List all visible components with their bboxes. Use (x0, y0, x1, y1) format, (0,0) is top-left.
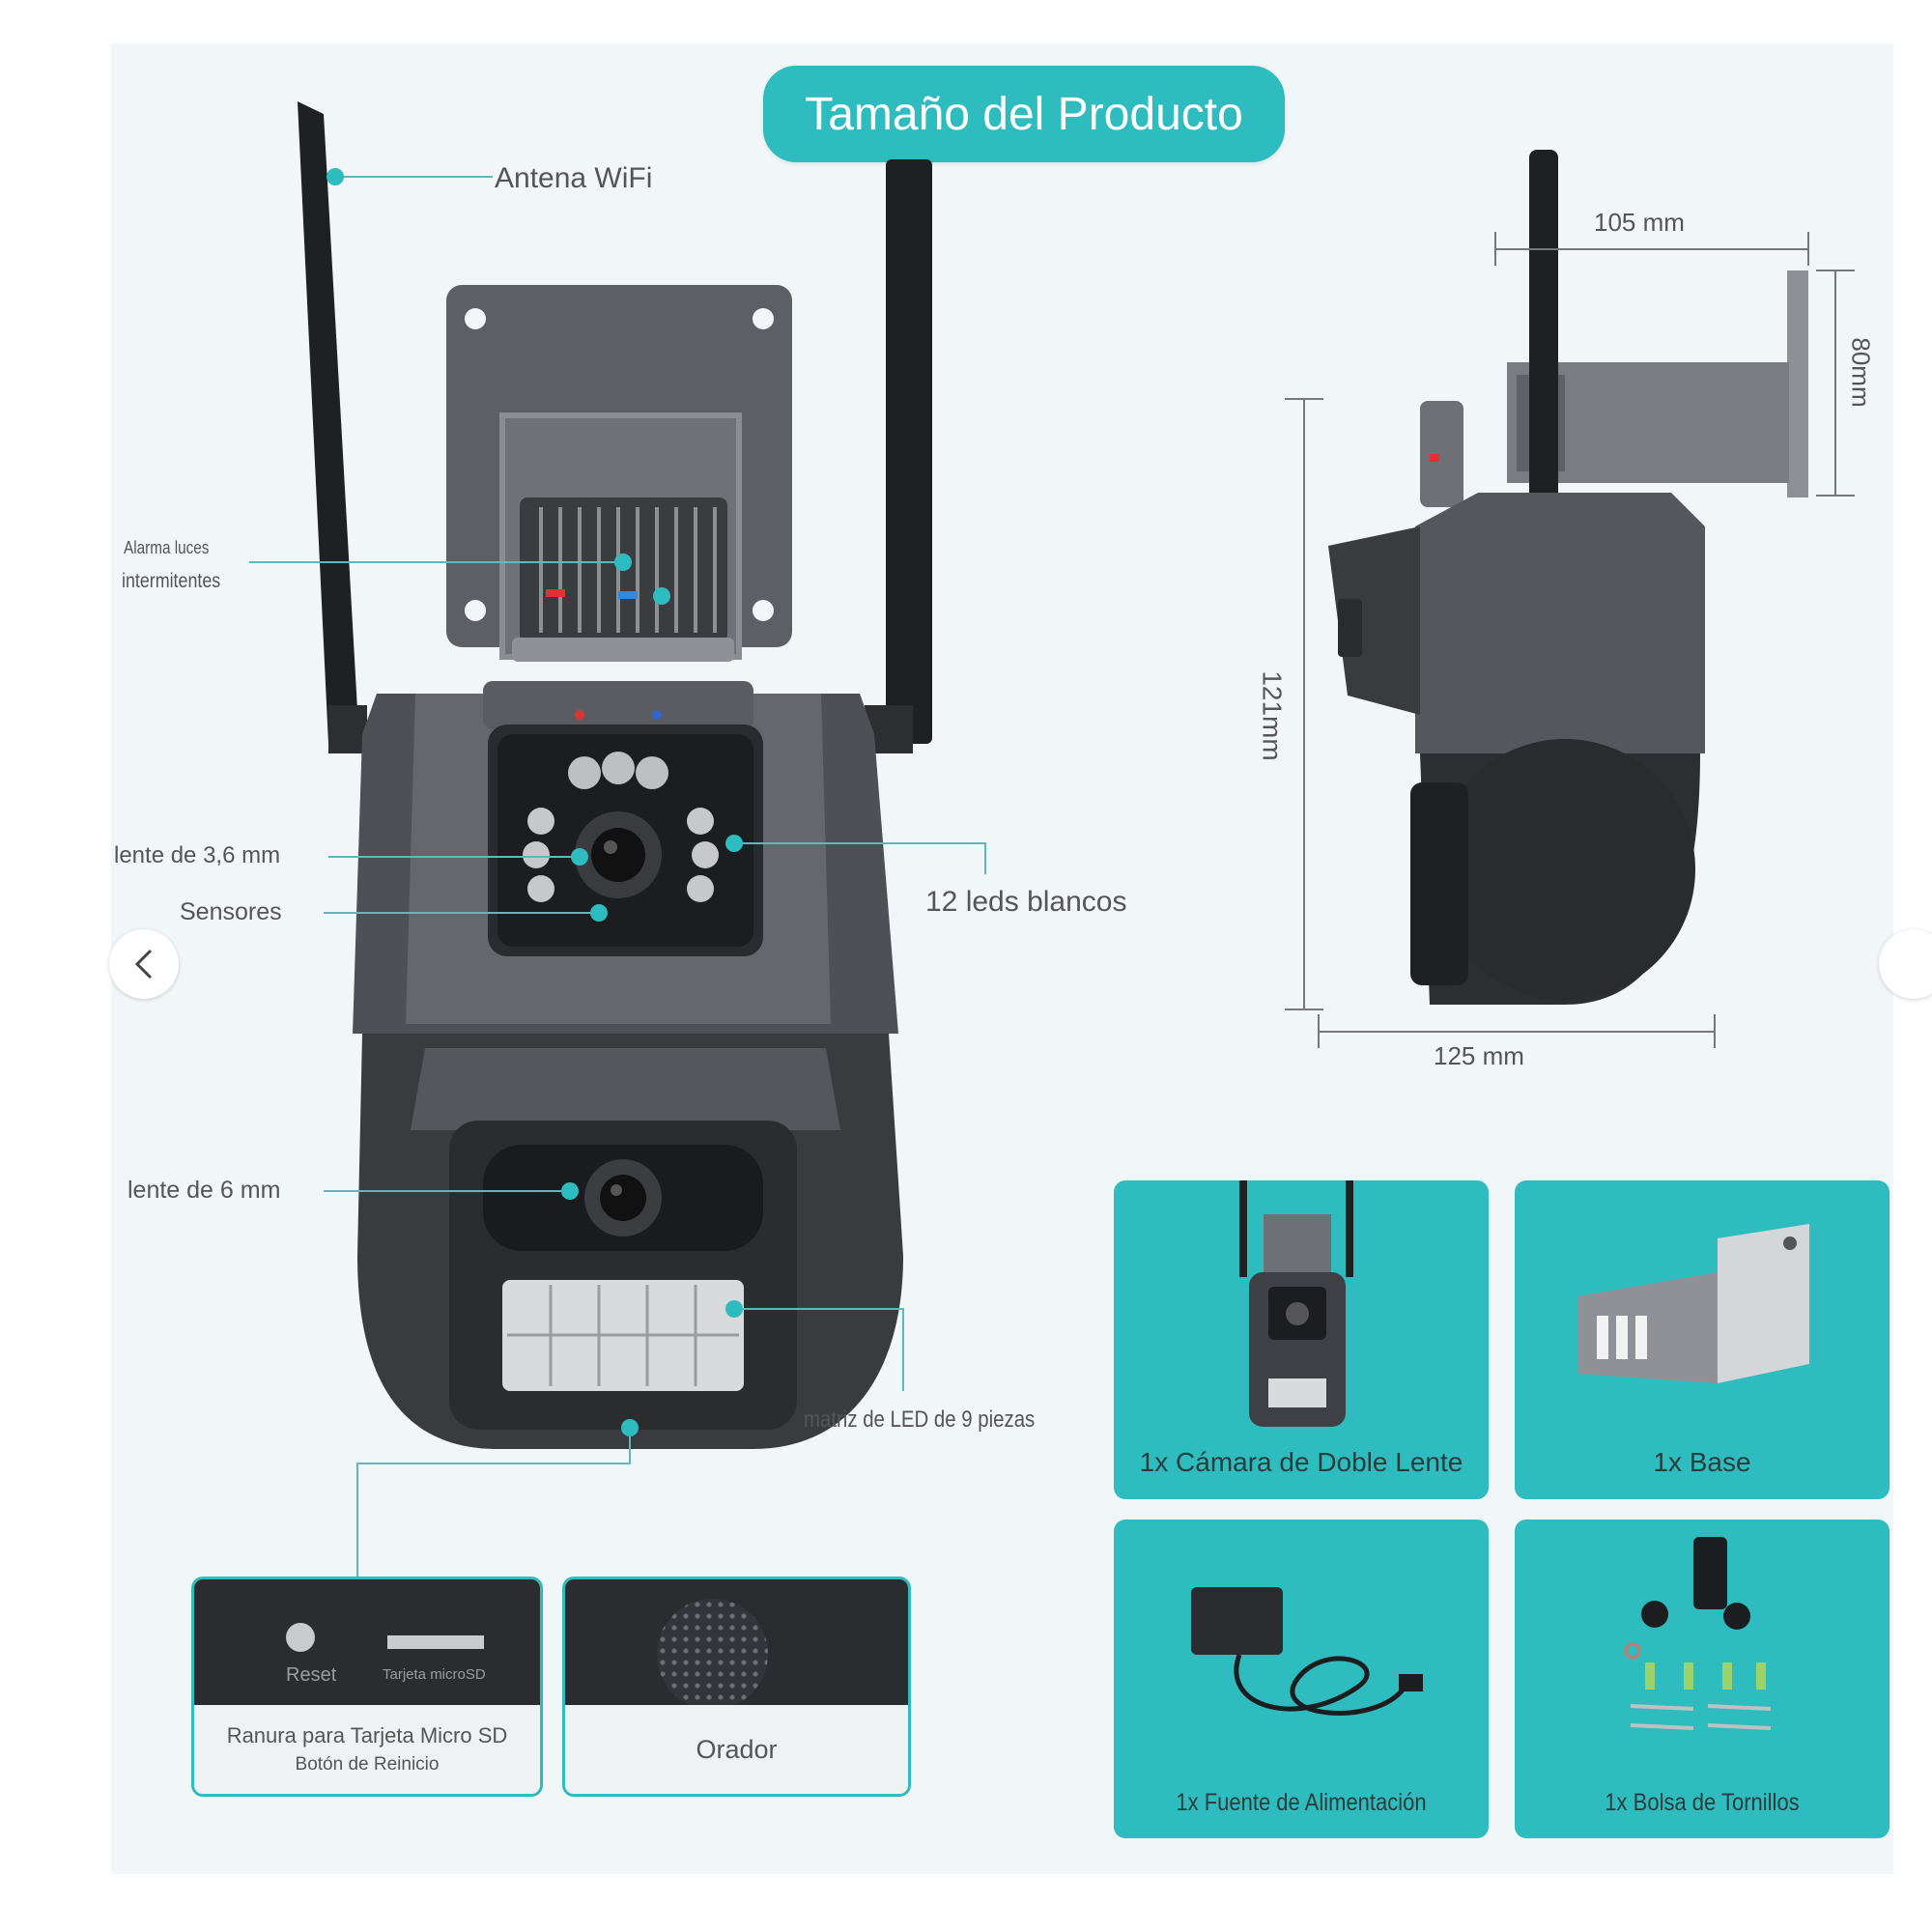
package-item-screws-label: 1x Bolsa de Tornillos (1605, 1789, 1800, 1816)
speaker-grille-icon (657, 1599, 768, 1710)
package-item-power-label: 1x Fuente de Alimentación (1176, 1789, 1427, 1816)
sensors-label: Sensores (180, 898, 282, 925)
dimension-80mm: 80mm (1846, 337, 1876, 408)
speaker-inset: Orador (562, 1577, 911, 1797)
sd-card-label: Tarjeta microSD (383, 1666, 486, 1683)
led-matrix-icon (502, 1280, 744, 1391)
chevron-left-icon (134, 949, 153, 980)
sd-slot-photo: Reset Tarjeta microSD (194, 1579, 540, 1722)
antenna-left-icon (298, 101, 367, 753)
sd-slot-icon (387, 1635, 484, 1649)
screws-icon (1624, 1537, 1772, 1730)
wifi-antenna-label: Antena WiFi (495, 162, 653, 194)
white-leds-label: 12 leds blancos (925, 886, 1127, 918)
sd-slot-inset: Reset Tarjeta microSD Ranura para Tarjet… (191, 1577, 543, 1797)
package-item-power: 1x Fuente de Alimentación (1114, 1520, 1489, 1838)
speaker-caption: Orador (696, 1734, 778, 1764)
package-item-camera-label: 1x Cámara de Doble Lente (1139, 1447, 1463, 1477)
led-matrix-label: matriz de LED de 9 piezas (804, 1406, 1036, 1433)
dimension-105mm: 105 mm (1594, 208, 1685, 237)
dimension-121mm: 121mm (1257, 670, 1288, 761)
next-image-button[interactable] (1879, 929, 1932, 999)
sd-slot-caption: Ranura para Tarjeta Micro SD Botón de Re… (194, 1705, 540, 1794)
package-item-screws: 1x Bolsa de Tornillos (1515, 1520, 1889, 1838)
sd-caption-line2: Botón de Reinicio (295, 1754, 440, 1775)
previous-image-button[interactable] (109, 929, 179, 999)
speaker-caption-area: Orador (565, 1705, 908, 1794)
package-item-base: 1x Base (1515, 1180, 1889, 1499)
package-item-base-label: 1x Base (1653, 1447, 1751, 1477)
sd-caption-line1: Ranura para Tarjeta Micro SD (226, 1723, 508, 1747)
dimension-125mm: 125 mm (1434, 1041, 1524, 1070)
speaker-photo (565, 1579, 908, 1722)
camera-lower-body (357, 1034, 903, 1449)
small-lens-module (488, 724, 763, 956)
power-adapter-icon (1191, 1587, 1423, 1716)
alarm-lights-label-2: intermitentes (122, 570, 221, 592)
alarm-lights-label-1: Alarma luces (124, 538, 210, 557)
reset-label: Reset (286, 1664, 337, 1686)
package-item-camera: 1x Cámara de Doble Lente (1114, 1180, 1489, 1499)
product-size-title: Tamaño del Producto (763, 66, 1285, 162)
bracket-icon (1577, 1224, 1809, 1383)
lens-36mm-label: lente de 3,6 mm (114, 842, 281, 868)
side-camera-body (1328, 401, 1705, 1005)
side-antenna-icon (1529, 150, 1558, 584)
antenna-right-icon (865, 159, 932, 753)
reset-hole-icon (286, 1623, 315, 1652)
camera-icon (1239, 1180, 1353, 1427)
lens-6mm-label: lente de 6 mm (128, 1177, 281, 1204)
